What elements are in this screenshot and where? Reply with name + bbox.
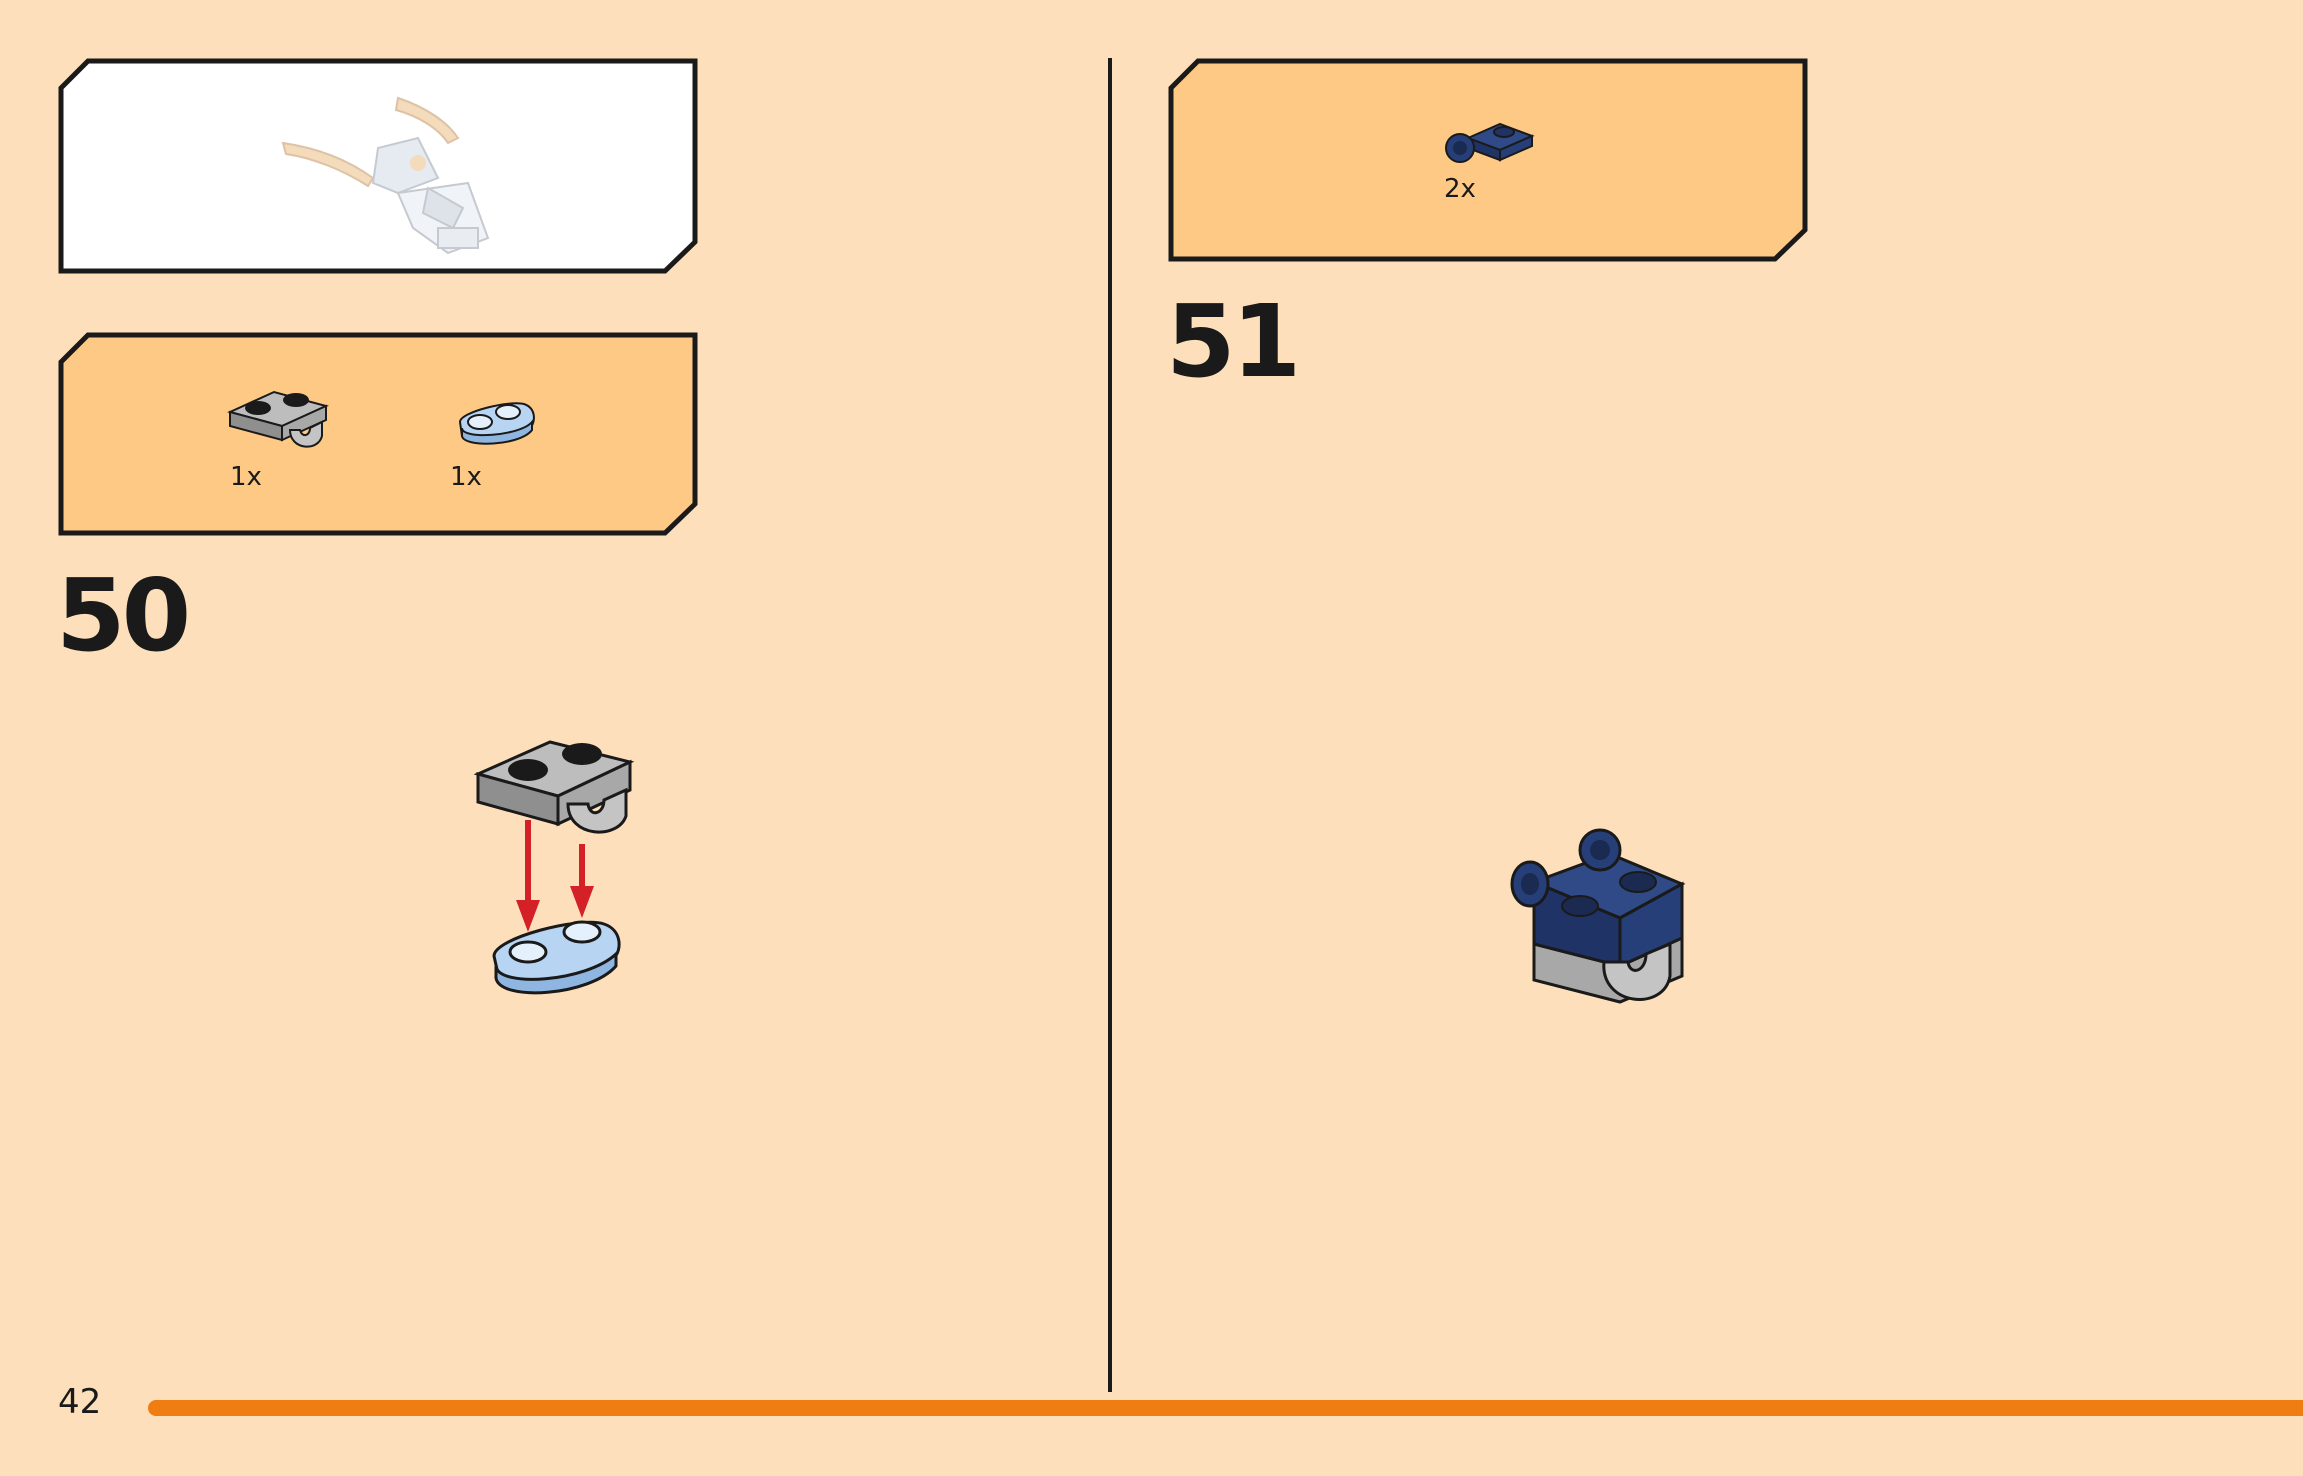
parts-panel-frame xyxy=(1168,58,1808,262)
step-51-parts-panel: 2x xyxy=(1168,58,1808,262)
progress-bar-fill xyxy=(148,1400,2303,1416)
step-51-illustration xyxy=(1510,828,1686,1004)
page-divider xyxy=(1108,58,1112,1392)
step-number: 50 xyxy=(56,557,191,674)
part-quantity: 1x xyxy=(450,462,482,492)
step-50-parts-panel: 1x 1x xyxy=(58,332,698,536)
gray-plate-with-clip-icon xyxy=(227,390,329,448)
progress-bar xyxy=(148,1400,2303,1416)
light-blue-round-plate-icon xyxy=(458,402,535,445)
part-quantity: 2x xyxy=(1444,174,1476,204)
parts-panel-frame xyxy=(58,332,698,536)
submodel-preview-panel xyxy=(58,58,698,274)
preview-panel-frame xyxy=(58,58,698,274)
dragon-submodel-icon xyxy=(281,96,490,255)
part-quantity: 1x xyxy=(230,462,262,492)
step-number: 51 xyxy=(1166,283,1301,400)
step-50-illustration xyxy=(473,740,635,995)
page-number: 42 xyxy=(58,1382,102,1422)
dark-blue-plate-with-bar-holder-icon xyxy=(1445,122,1535,163)
